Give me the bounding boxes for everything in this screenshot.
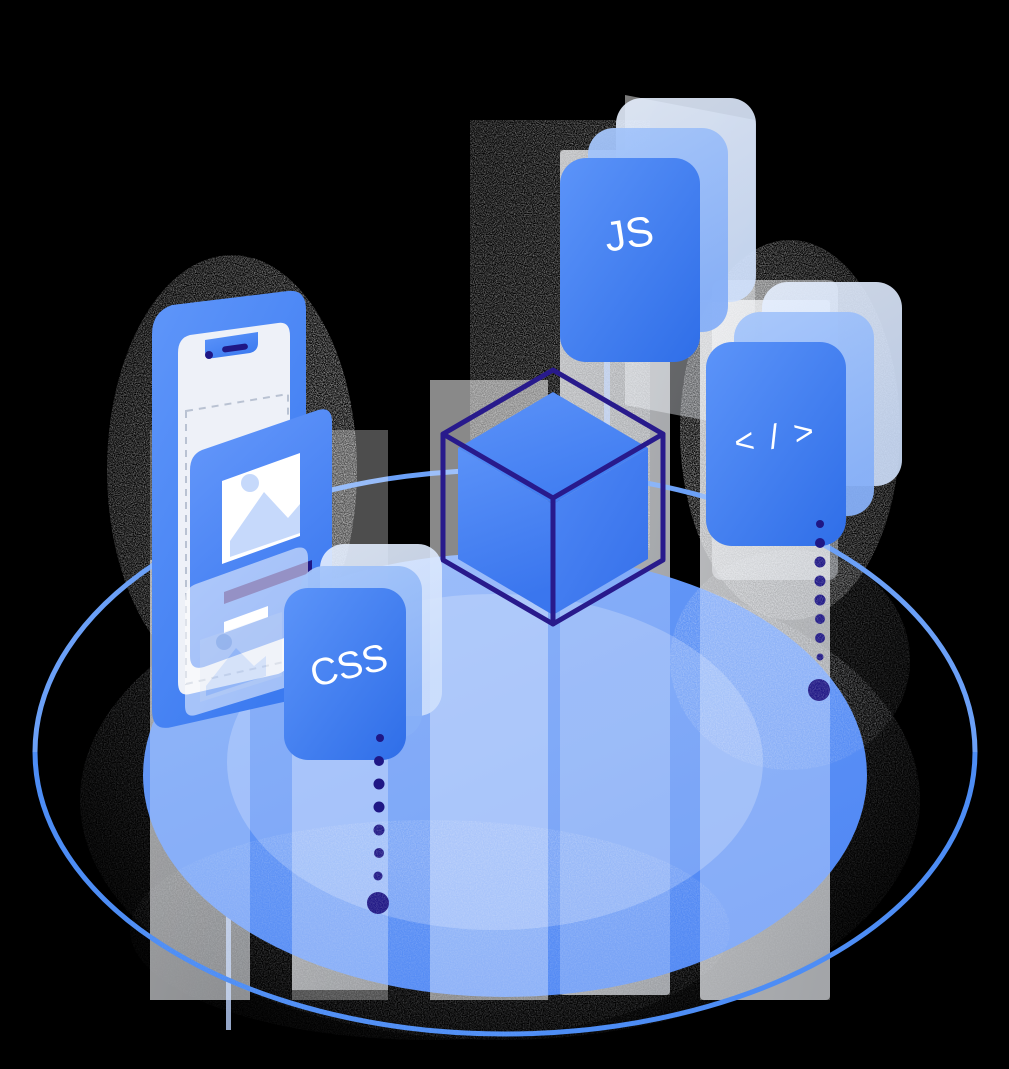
foreground-grain xyxy=(130,550,910,1040)
code-card[interactable]: < / > xyxy=(706,282,902,546)
notch-camera xyxy=(205,351,213,359)
cube-right-face xyxy=(553,448,648,615)
central-cube xyxy=(440,367,666,627)
notch-speaker xyxy=(222,343,248,353)
javascript-card[interactable]: JS xyxy=(560,98,756,362)
css-card[interactable]: CSS xyxy=(284,544,442,760)
cube-left-face xyxy=(458,448,553,615)
cube-wireframe xyxy=(440,367,666,627)
phone-secondary-card xyxy=(185,547,308,716)
javascript-card-label: JS xyxy=(601,207,657,261)
